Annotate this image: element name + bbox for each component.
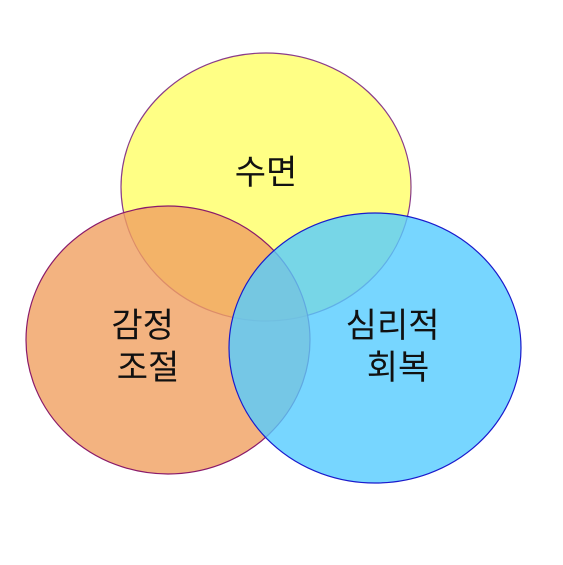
circle-group (25, 52, 522, 484)
label-emotion-line-1: 감정 (111, 306, 174, 346)
label-recovery-line-2: 회복 (367, 348, 430, 388)
label-emotion-regulation: 감정 조절 (111, 306, 184, 388)
label-sleep-line-1: 수면 (235, 153, 298, 193)
label-recovery-line-1: 심리적 (346, 306, 440, 346)
label-group: 수면 감정 조절 심리적 회복 (111, 153, 451, 388)
label-emotion-line-2: 조절 (117, 348, 180, 388)
label-psychological-recovery: 심리적 회복 (346, 306, 451, 388)
circle-psychological-recovery (228, 212, 522, 484)
label-sleep: 수면 (235, 153, 298, 193)
